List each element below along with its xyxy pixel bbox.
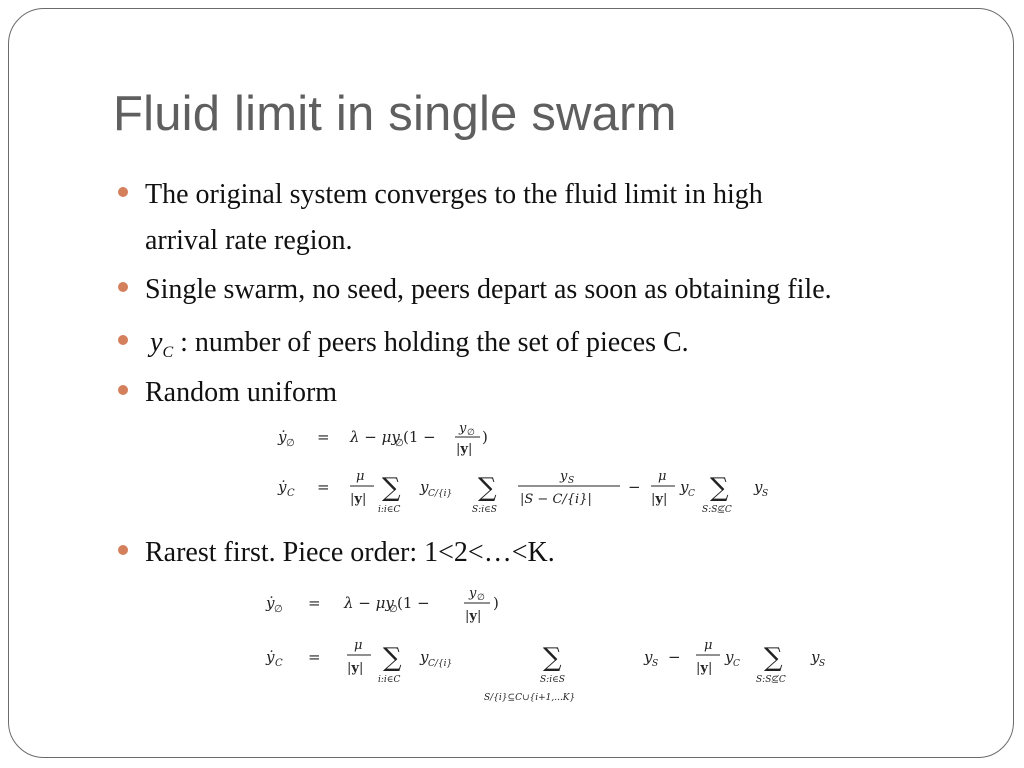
svg-text:(1 −: (1 − — [403, 428, 436, 446]
svg-text:S: S — [568, 476, 574, 486]
svg-text:): ) — [482, 428, 488, 446]
svg-text:∑: ∑ — [710, 473, 729, 503]
svg-text:∑: ∑ — [382, 473, 401, 503]
svg-text:y: y — [419, 478, 429, 496]
bullet-dot-icon — [118, 187, 128, 197]
bullet-text: Random uniform — [145, 377, 338, 408]
svg-text:y: y — [724, 648, 734, 666]
svg-text:C/{i}: C/{i} — [428, 489, 452, 499]
svg-text:S/{i}⊆C∪{i+1,...K}: S/{i}⊆C∪{i+1,...K} — [484, 693, 575, 703]
bullet-text: Single swarm, no seed, peers depart as s… — [145, 274, 832, 305]
svg-text:ẏ: ẏ — [265, 594, 275, 612]
svg-text:∅: ∅ — [477, 593, 485, 603]
bullet-dot-icon — [118, 385, 128, 395]
bullet-text: Rarest first. Piece order: 1<2<…<K. — [145, 537, 555, 568]
svg-text:S: S — [819, 659, 825, 669]
svg-text:∅: ∅ — [286, 438, 295, 449]
svg-text:C/{i}: C/{i} — [428, 659, 452, 669]
svg-text:−: − — [628, 478, 641, 496]
svg-text:|y|: |y| — [347, 661, 363, 676]
svg-text:|y|: |y| — [350, 492, 366, 507]
svg-text:C: C — [688, 489, 695, 499]
svg-text:S: S — [762, 489, 768, 499]
svg-text:=: = — [308, 648, 321, 666]
svg-text:S:i∈S: S:i∈S — [472, 505, 497, 515]
svg-text:=: = — [317, 478, 330, 496]
svg-text:ẏ: ẏ — [265, 648, 275, 666]
svg-text:|y|: |y| — [456, 442, 472, 457]
svg-text:): ) — [493, 594, 499, 612]
slide-frame — [8, 8, 1014, 758]
equation-rarest-first: ẏ ∅ = λ − μy ∅ (1 − y ∅ |y| ) ẏ C = μ |y… — [265, 586, 825, 703]
svg-text:∑: ∑ — [383, 643, 402, 673]
svg-text:y: y — [559, 469, 568, 484]
svg-text:y: y — [810, 648, 820, 666]
svg-text:∅: ∅ — [467, 428, 475, 438]
bullet-dot-icon — [118, 335, 128, 345]
svg-text:∑: ∑ — [543, 643, 562, 673]
svg-text:=: = — [308, 594, 321, 612]
bullet-text: The original system converges to the flu… — [145, 179, 763, 256]
svg-text:S:S⊈C: S:S⊈C — [702, 504, 732, 515]
svg-text:i:i∈C: i:i∈C — [378, 505, 400, 515]
svg-text:C: C — [287, 488, 295, 499]
svg-text:i:i∈C: i:i∈C — [378, 675, 400, 685]
svg-text:∑: ∑ — [764, 643, 783, 673]
svg-text:ẏ: ẏ — [277, 428, 287, 446]
math-symbol-yc: yC — [150, 327, 174, 361]
svg-text:|y|: |y| — [651, 492, 667, 507]
svg-text:μ: μ — [356, 469, 364, 484]
svg-text:|y|: |y| — [465, 609, 481, 624]
slide-title: Fluid limit in single swarm — [113, 87, 677, 141]
svg-text:y: y — [753, 478, 763, 496]
svg-text:C: C — [733, 659, 740, 669]
svg-text:μ: μ — [658, 469, 666, 484]
bullet-dot-icon — [118, 282, 128, 292]
svg-text:∅: ∅ — [395, 438, 404, 449]
svg-text:(1 −: (1 − — [397, 594, 430, 612]
svg-text:λ − μy: λ − μy — [343, 594, 394, 612]
equation-random-uniform: ẏ ∅ = λ − μy ∅ (1 − y ∅ |y| ) ẏ C = μ |y… — [277, 421, 768, 515]
svg-text:∅: ∅ — [274, 604, 283, 615]
svg-text:∅: ∅ — [389, 604, 398, 615]
svg-text:=: = — [317, 428, 330, 446]
svg-text:μ: μ — [704, 638, 712, 653]
svg-text:|S − C/{i}|: |S − C/{i}| — [520, 492, 592, 507]
svg-text:|y|: |y| — [696, 661, 712, 676]
svg-text:y: y — [458, 421, 467, 436]
svg-text:y: y — [468, 586, 477, 601]
svg-text:S:i∈S: S:i∈S — [540, 675, 565, 685]
svg-text:y: y — [679, 478, 689, 496]
svg-text:ẏ: ẏ — [277, 478, 287, 496]
svg-text:y: y — [643, 648, 653, 666]
svg-text:y: y — [419, 648, 429, 666]
bullet-dot-icon — [118, 545, 128, 555]
svg-text:μ: μ — [354, 638, 362, 653]
svg-text:−: − — [668, 648, 681, 666]
svg-text:S: S — [652, 659, 658, 669]
svg-text:C: C — [275, 658, 283, 669]
svg-text:λ − μy: λ − μy — [349, 428, 400, 446]
svg-text:S:S⊈C: S:S⊈C — [756, 674, 786, 685]
bullet-text: yC : number of peers holding the set of … — [150, 327, 689, 361]
svg-text:∑: ∑ — [478, 473, 497, 503]
